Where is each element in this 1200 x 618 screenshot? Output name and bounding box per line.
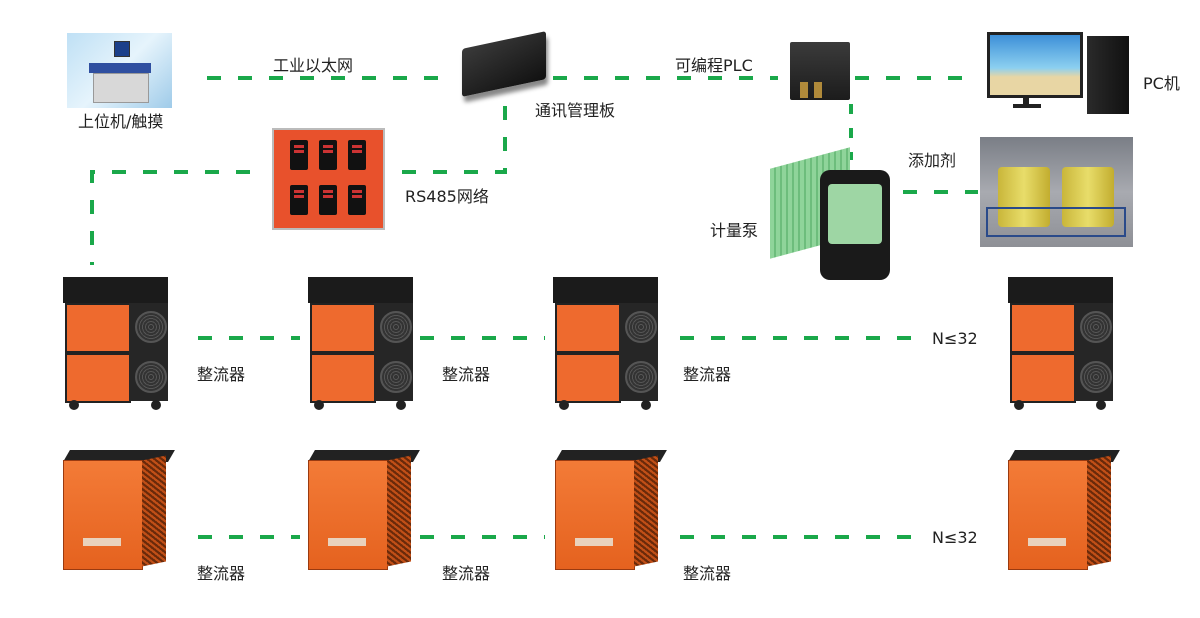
rectifier-cabinet (1008, 277, 1113, 410)
rs485-label: RS485网络 (405, 187, 489, 206)
pc-label: PC机 (1143, 74, 1180, 93)
link-rs485-rectifiers (90, 170, 250, 265)
rectifier-label: 整流器 (442, 365, 491, 384)
additive-label: 添加剂 (908, 151, 957, 170)
rectifier-cabinet (555, 450, 667, 570)
metering-pump-label: 计量泵 (710, 221, 759, 240)
additive-tanks-image (980, 137, 1133, 247)
ethernet-label: 工业以太网 (273, 56, 354, 75)
rectifier-label: 整流器 (197, 564, 246, 583)
rectifier-label: 整流器 (197, 365, 246, 384)
rs485-control-panel-image (272, 128, 385, 230)
rectifier-label: 整流器 (683, 365, 732, 384)
rectifier-label: 整流器 (442, 564, 491, 583)
rectifier-cabinet (1008, 450, 1120, 570)
row2-count-label: N≤32 (932, 528, 978, 547)
host-computer-image (67, 33, 172, 108)
host-label: 上位机/触摸 (78, 112, 164, 131)
metering-pump-image (770, 147, 900, 286)
rectifier-cabinet (308, 277, 413, 410)
row1-count-label: N≤32 (932, 329, 978, 348)
rectifier-cabinet (63, 450, 175, 570)
plc-image (790, 42, 850, 100)
rectifier-cabinet (553, 277, 658, 410)
link-comm-rs485 (396, 106, 507, 174)
rectifier-label: 整流器 (683, 564, 732, 583)
pc-image (985, 30, 1135, 116)
rectifier-cabinet (63, 277, 168, 410)
rectifier-cabinet (308, 450, 420, 570)
plc-label: 可编程PLC (675, 56, 753, 75)
comm-board-label: 通讯管理板 (535, 101, 616, 120)
